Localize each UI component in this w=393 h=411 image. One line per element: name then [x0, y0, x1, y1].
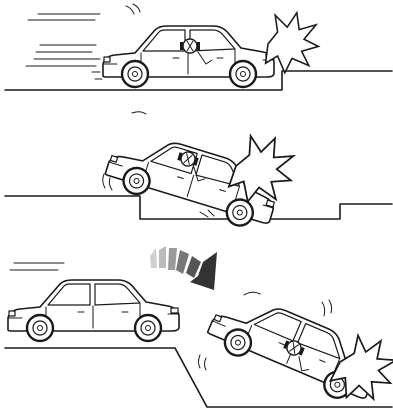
- panel-drop-into-pothole: [5, 112, 392, 234]
- motion-marks: [126, 4, 140, 14]
- speed-lines-icon: [26, 14, 102, 79]
- fall-arrow-icon: [150, 246, 217, 290]
- car-icon: [8, 280, 179, 341]
- panel-impact-on-step: [5, 4, 392, 90]
- speed-lines-icon: [10, 263, 64, 270]
- car-icon: [103, 26, 274, 87]
- panel-fall-off-ledge: [5, 246, 393, 410]
